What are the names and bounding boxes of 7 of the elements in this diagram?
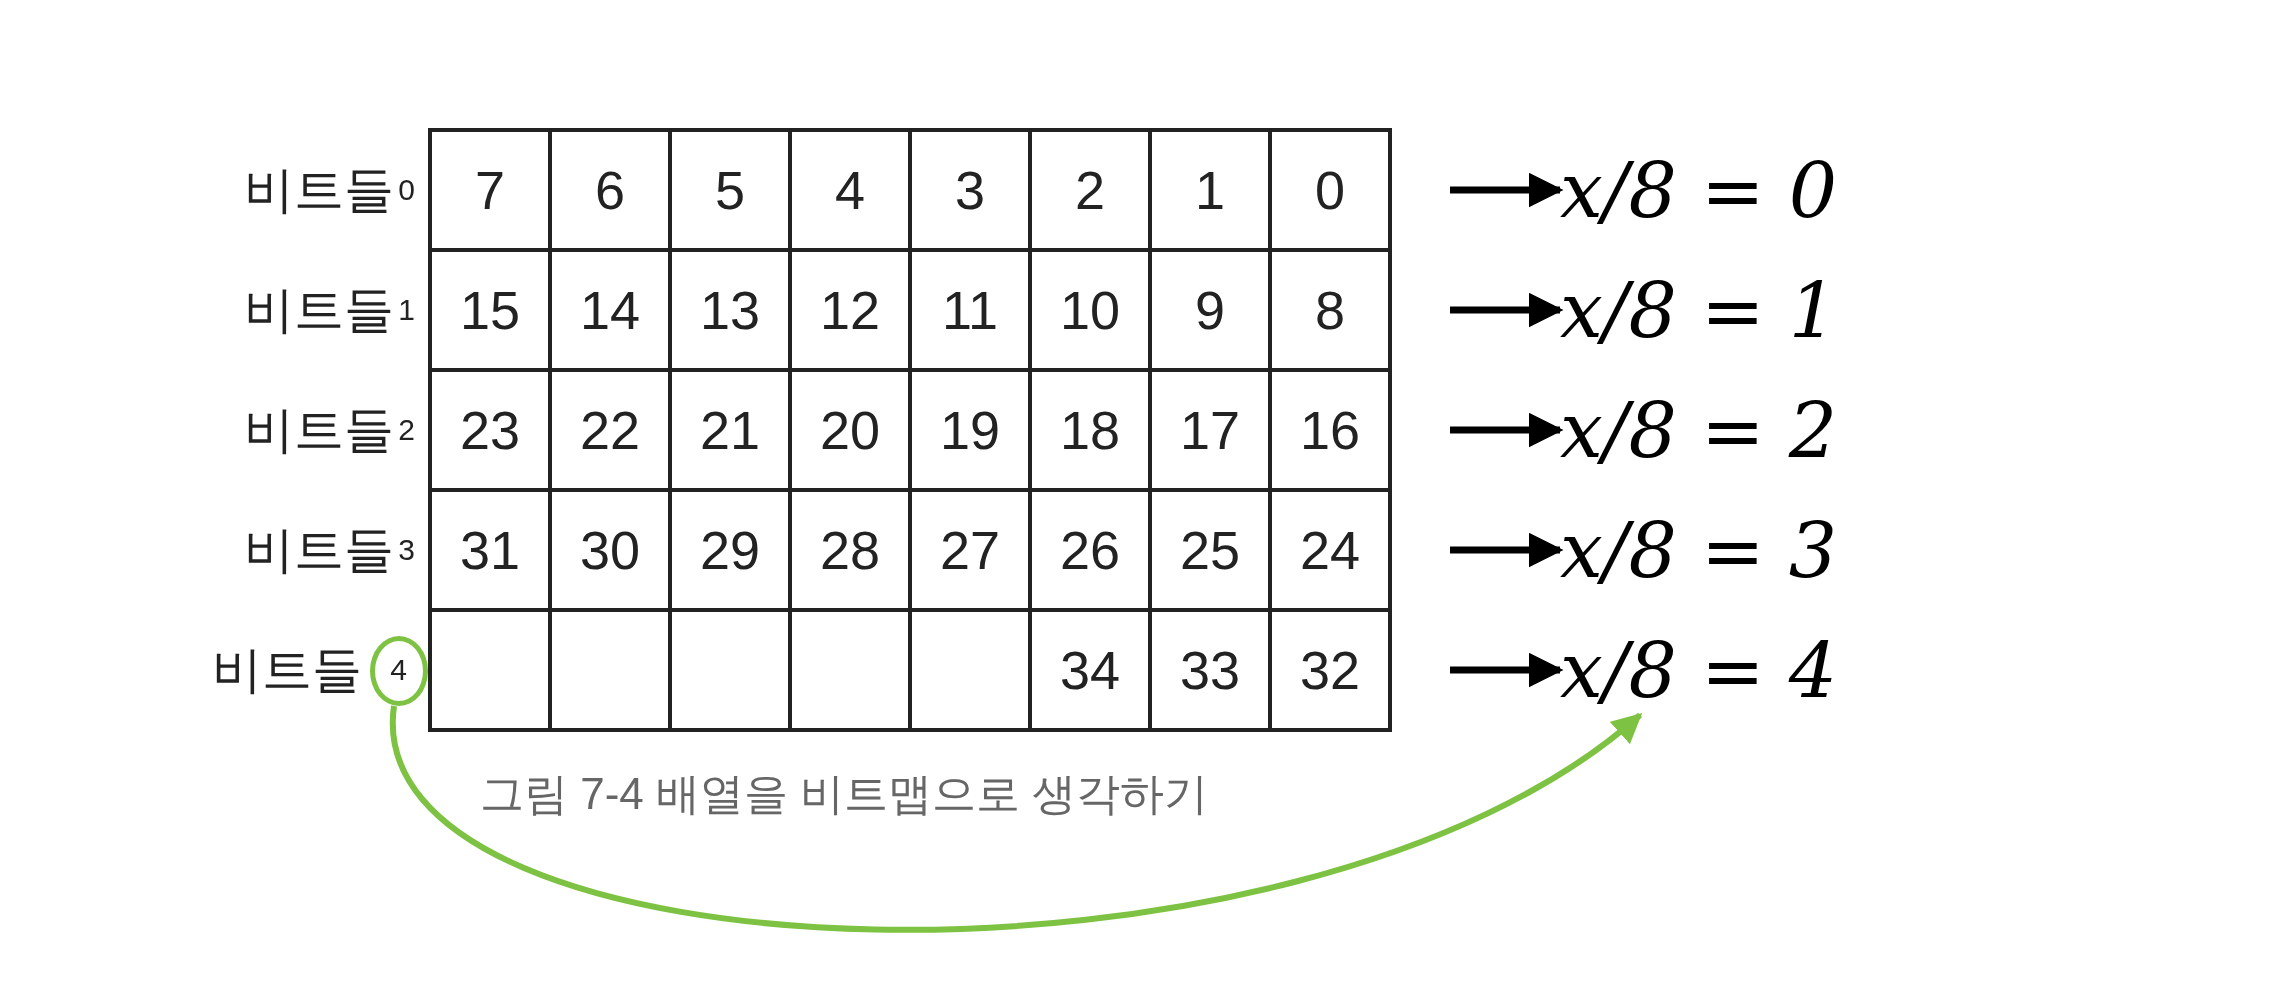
handwritten-formula: x/8 = 0: [1560, 145, 2000, 235]
hand-drawn-circle: [370, 636, 428, 706]
handwritten-formula: x/8 = 3: [1560, 505, 2000, 595]
handwritten-formula: x/8 = 2: [1560, 385, 2000, 475]
handwritten-formula: x/8 = 4: [1560, 625, 2000, 715]
figure-caption: 그림 7-4 배열을 비트맵으로 생각하기: [480, 768, 1209, 820]
handwritten-formula: x/8 = 1: [1560, 265, 2000, 355]
